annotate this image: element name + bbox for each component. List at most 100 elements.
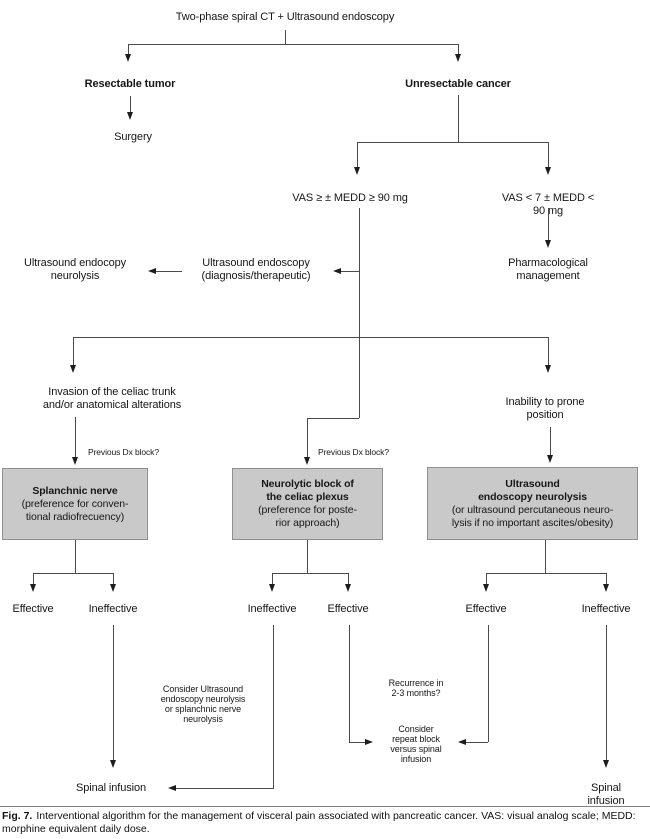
- outcome-splanchnic-effective: Effective: [12, 603, 54, 615]
- connector-line: [359, 208, 360, 418]
- node-ultrasound-endoscopy-diagnosis: Ultrasound endoscopy (diagnosis/therapeu…: [201, 257, 311, 282]
- arrowhead-down: [602, 584, 609, 592]
- caption-divider: [0, 806, 650, 807]
- connector-line: [73, 337, 548, 338]
- connector-line: [128, 44, 459, 45]
- arrowhead-down: [124, 54, 131, 62]
- node-invasion-celiac-trunk: Invasion of the celiac trunk and/or anat…: [42, 386, 182, 411]
- box-neurolytic-block: Neurolytic block of the celiac plexus (p…: [232, 468, 383, 540]
- connector-line: [486, 573, 606, 574]
- arrowhead-down: [344, 584, 351, 592]
- connector-line: [113, 573, 114, 585]
- box-ultrasound-neurolysis-title: Ultrasound endoscopy neurolysis: [478, 477, 587, 503]
- arrowhead-down: [544, 240, 551, 248]
- arrowhead-down: [303, 457, 310, 465]
- arrowhead-right: [365, 738, 373, 745]
- arrowhead-left: [458, 738, 466, 745]
- node-vas-low: VAS < 7 ± MEDD < 90 mg: [501, 192, 595, 217]
- arrowhead-down: [126, 112, 133, 120]
- connector-line: [307, 418, 308, 458]
- box-splanchnic-nerve-title: Splanchnic nerve: [32, 484, 118, 497]
- connector-line: [606, 625, 607, 761]
- arrowhead-down: [482, 584, 489, 592]
- arrowhead-down: [454, 54, 461, 62]
- node-title: Two-phase spiral CT + Ultrasound endosco…: [175, 11, 395, 23]
- arrowhead-left: [333, 267, 341, 274]
- node-inability-prone-position: Inability to prone position: [505, 396, 585, 421]
- connector-line: [73, 337, 74, 366]
- box-neurolytic-block-title: Neurolytic block of the celiac plexus: [261, 478, 354, 503]
- outcome-neurolytic-effective: Effective: [327, 603, 369, 615]
- arrowhead-down: [109, 760, 116, 768]
- connector-line: [33, 573, 113, 574]
- connector-line: [156, 271, 182, 272]
- connector-line: [285, 30, 286, 44]
- box-ultrasound-neurolysis-subtitle: (or ultrasound percutaneous neuro- lysis…: [451, 503, 614, 529]
- connector-line: [488, 625, 489, 742]
- connector-line: [128, 44, 129, 55]
- box-splanchnic-nerve-subtitle: (preference for conven- tional radiofrec…: [21, 497, 129, 523]
- connector-line: [176, 788, 273, 789]
- connector-line: [545, 540, 546, 573]
- arrowhead-down: [544, 167, 551, 175]
- arrowhead-left: [148, 267, 156, 274]
- arrowhead-down: [69, 365, 76, 373]
- node-vas-high: VAS ≥ ± MEDD ≥ 90 mg: [292, 192, 408, 204]
- box-neurolytic-block-subtitle: (preference for poste- rior approach): [258, 504, 357, 529]
- connector-line: [75, 417, 76, 458]
- arrowhead-down: [602, 760, 609, 768]
- connector-line: [550, 427, 551, 456]
- arrowhead-left: [168, 784, 176, 791]
- node-surgery: Surgery: [114, 131, 152, 143]
- outcome-ultrasound-effective: Effective: [465, 603, 507, 615]
- node-consider-repeat-block: Consider repeat block versus spinal infu…: [390, 724, 442, 764]
- figure-caption-text: Interventional algorithm for the managem…: [2, 810, 636, 835]
- node-spinal-infusion-right: Spinal infusion: [587, 782, 625, 807]
- connector-line: [273, 625, 274, 789]
- connector-line: [341, 271, 359, 272]
- connector-line: [458, 95, 459, 142]
- connector-line: [349, 742, 365, 743]
- connector-line: [466, 742, 488, 743]
- node-pharmacological-management: Pharmacological management: [508, 257, 588, 282]
- connector-line: [548, 337, 549, 366]
- annotation-recurrence: Recurrence in 2-3 months?: [388, 678, 444, 698]
- arrowhead-down: [268, 584, 275, 592]
- box-ultrasound-neurolysis: Ultrasound endoscopy neurolysis (or ultr…: [427, 467, 638, 540]
- connector-line: [349, 625, 350, 742]
- connector-line: [130, 96, 131, 113]
- connector-line: [307, 540, 308, 573]
- figure-caption: Fig. 7.Interventional algorithm for the …: [2, 810, 648, 835]
- node-resectable-tumor: Resectable tumor: [84, 78, 176, 90]
- box-splanchnic-nerve: Splanchnic nerve (preference for conven-…: [2, 468, 148, 540]
- connector-line: [348, 573, 349, 585]
- arrowhead-down: [71, 457, 78, 465]
- outcome-neurolytic-ineffective: Ineffective: [247, 603, 297, 615]
- connector-line: [33, 573, 34, 585]
- connector-line: [357, 142, 358, 168]
- outcome-splanchnic-ineffective: Ineffective: [88, 603, 138, 615]
- node-spinal-infusion-left: Spinal infusion: [75, 782, 147, 794]
- connector-line: [75, 540, 76, 573]
- annotation-previous-dx-block-mid: Previous Dx block?: [318, 447, 389, 457]
- connector-line: [113, 625, 114, 761]
- connector-line: [307, 418, 359, 419]
- connector-line: [458, 44, 459, 55]
- connector-line: [272, 573, 273, 585]
- arrowhead-down: [544, 365, 551, 373]
- annotation-previous-dx-block-left: Previous Dx block?: [88, 447, 159, 457]
- connector-line: [357, 142, 549, 143]
- arrowhead-down: [109, 584, 116, 592]
- annotation-consider-ultrasound: Consider Ultrasound endoscopy neurolysis…: [160, 684, 246, 724]
- node-ultrasound-endocopy-neurolysis: Ultrasound endocopy neurolysis: [23, 257, 127, 282]
- figure-caption-label: Fig. 7.: [2, 810, 33, 822]
- arrowhead-down: [353, 167, 360, 175]
- connector-line: [272, 573, 348, 574]
- connector-line: [606, 573, 607, 585]
- connector-line: [486, 573, 487, 585]
- outcome-ultrasound-ineffective: Ineffective: [581, 603, 631, 615]
- arrowhead-down: [546, 455, 553, 463]
- connector-line: [548, 142, 549, 168]
- arrowhead-down: [29, 584, 36, 592]
- node-unresectable-cancer: Unresectable cancer: [405, 78, 511, 90]
